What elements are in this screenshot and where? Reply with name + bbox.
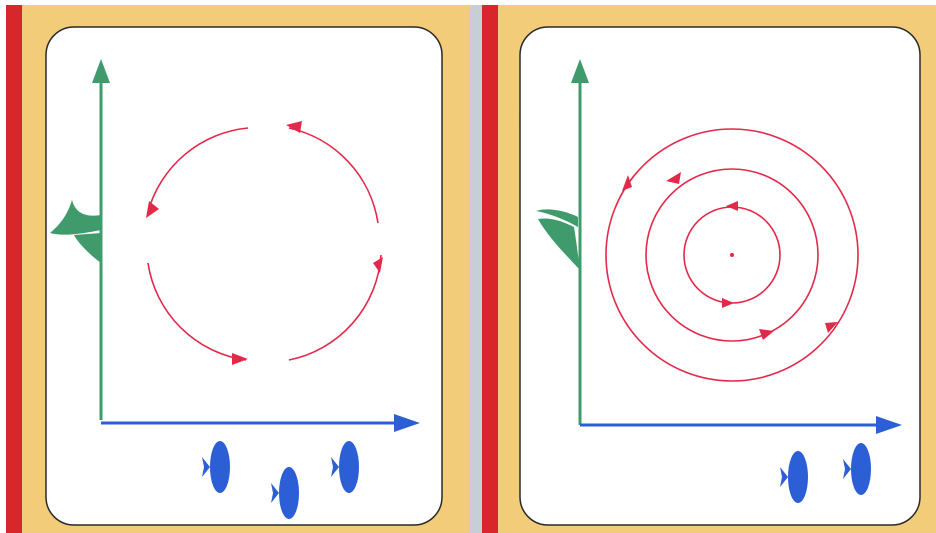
phase-diagram-right bbox=[482, 5, 936, 533]
cycle-arrows bbox=[622, 172, 838, 340]
panel-divider bbox=[470, 5, 482, 533]
predator-axis bbox=[571, 59, 589, 425]
fish-icon bbox=[331, 441, 359, 493]
prey-axis bbox=[580, 416, 902, 434]
population-cycles bbox=[605, 128, 859, 382]
card-edge-bar bbox=[6, 5, 22, 533]
phase-card-left bbox=[6, 5, 470, 533]
shark-fin-icon bbox=[50, 200, 101, 263]
fish-icon bbox=[202, 441, 230, 493]
card-face bbox=[519, 26, 921, 526]
equilibrium-point bbox=[730, 253, 734, 257]
card-edge-bar bbox=[482, 5, 498, 533]
outer-cycle bbox=[605, 128, 859, 382]
fish-icon bbox=[271, 467, 299, 519]
shark-fin-icon bbox=[536, 209, 580, 270]
fish-icon bbox=[843, 443, 871, 495]
phase-diagram-left bbox=[6, 5, 470, 533]
card-face bbox=[45, 26, 443, 526]
middle-cycle bbox=[645, 168, 819, 342]
fish-icon bbox=[780, 451, 808, 503]
population-cycle bbox=[147, 127, 382, 361]
cycle-arrows bbox=[146, 121, 383, 365]
prey-axis bbox=[101, 414, 420, 432]
phase-card-right bbox=[482, 5, 936, 533]
